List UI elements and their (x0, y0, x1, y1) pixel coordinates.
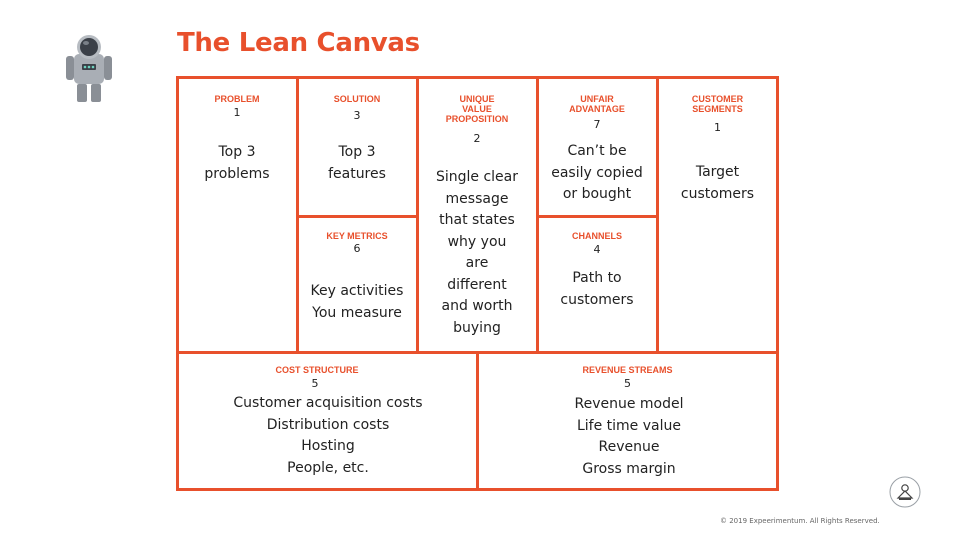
block-text: Can’t be easily copied or bought (551, 143, 643, 202)
block-label: KEY METRICS (326, 231, 388, 241)
block-text: Customer acquisition costs Distribution … (233, 395, 423, 476)
block-label: PROBLEM (214, 94, 260, 104)
block-number: 5 (311, 377, 319, 390)
block-text: Top 3 problems (204, 144, 270, 182)
copyright-text: © 2019 Expeerimentum. All Rights Reserve… (720, 517, 880, 525)
brand-logo-icon (889, 476, 921, 508)
block-number: 6 (353, 242, 361, 255)
block-number: 3 (353, 109, 361, 122)
block-number: 5 (624, 377, 631, 390)
block-number: 1 (233, 106, 241, 119)
block-text: Single clear message that states why you… (435, 169, 519, 336)
block-number: 2 (473, 132, 481, 145)
block-label: COST STRUCTURE (275, 365, 359, 375)
block-text: Target customers (680, 164, 755, 202)
divider (296, 215, 419, 218)
divider (476, 351, 479, 491)
block-label: UNIQUE VALUE PROPOSITION (445, 94, 509, 124)
block-label: REVENUE STREAMS (582, 365, 673, 375)
astronaut-icon (66, 35, 112, 102)
block-label: CHANNELS (571, 231, 622, 241)
block-label: UNFAIR ADVANTAGE (569, 94, 625, 114)
block-text: Revenue model Life time value Revenue Gr… (574, 396, 684, 477)
divider (536, 215, 659, 218)
block-number: 1 (714, 121, 721, 134)
block-number: 7 (593, 118, 601, 131)
lean-canvas-grid (176, 76, 779, 491)
block-text: Key activities You measure (310, 283, 404, 321)
block-label: CUSTOMER SEGMENTS (691, 94, 744, 114)
block-text: Top 3 features (328, 144, 386, 182)
block-text: Path to customers (560, 270, 634, 308)
block-label: SOLUTION (333, 94, 381, 104)
block-number: 4 (593, 243, 601, 256)
page-title: The Lean Canvas (177, 28, 420, 58)
